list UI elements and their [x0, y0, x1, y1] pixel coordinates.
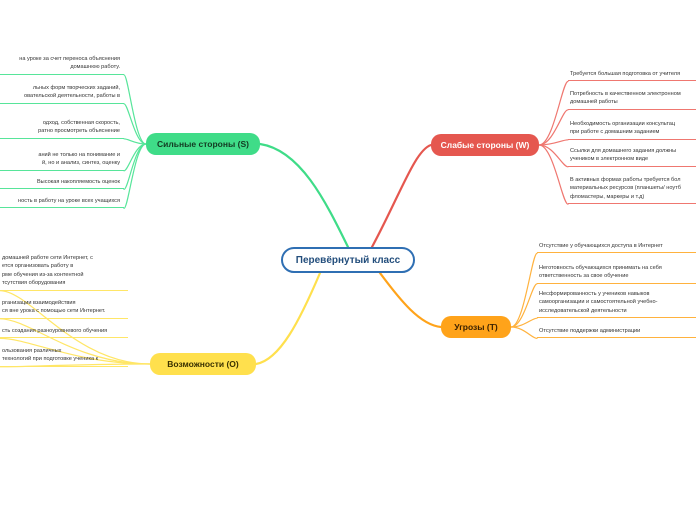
subtopic-text: льных форм творческих заданий,	[32, 85, 120, 91]
weaknesses-topic[interactable]: Слабые стороны (W)	[431, 134, 539, 156]
threats-subtopic[interactable]: Несформированность у учеников навыков сам…	[537, 290, 696, 319]
subtopic-text: ользования различных	[2, 348, 62, 354]
subtopic-text: технологий при подготовке ученика к	[2, 356, 99, 363]
subtopic-text: Отсутствие у обучающихся доступа в Интер…	[539, 243, 663, 249]
weaknesses-connector	[538, 144, 569, 205]
subtopic-text: ся вне урока с помощью сети Интернет.	[2, 308, 106, 315]
weaknesses-subtopic[interactable]: Требуется большая подготовка от учителя	[568, 70, 696, 82]
threats-topic-label: Угрозы (T)	[454, 322, 498, 332]
subtopic-text: В активных формах работы требуется бол	[570, 177, 681, 183]
threats-connector	[510, 252, 538, 328]
weaknesses-subtopic[interactable]: Ссылки для домашнего задания должны учени…	[568, 147, 696, 167]
opportunities-subtopic[interactable]: домашней работе сети Интернет, с ется орг…	[0, 254, 128, 291]
opportunities-subtopic[interactable]: рганизации взаимодействия ся вне урока с …	[0, 299, 128, 319]
strengths-subtopic[interactable]: Высокая накопляемость оценок	[0, 178, 124, 190]
subtopic-text: Потребность в качественном электронном	[570, 91, 681, 97]
threats-topic[interactable]: Угрозы (T)	[441, 316, 511, 338]
weaknesses-connector	[538, 109, 569, 146]
branch-weaknesses	[370, 143, 433, 249]
subtopic-text: рганизации взаимодействия	[2, 300, 76, 306]
branch-threats	[378, 271, 443, 329]
subtopic-text: Несформированность у учеников навыков	[539, 291, 650, 297]
weaknesses-subtopic[interactable]: Необходимость организации консультац при …	[568, 120, 696, 140]
subtopic-text: ность в работу на уроке всех учащихся	[18, 198, 120, 204]
subtopic-text: материальных ресурсов (планшеты/ ноутб	[570, 185, 681, 192]
strengths-subtopic[interactable]: аний не только на понимание и й, но и ана…	[0, 151, 124, 171]
subtopic-text: рме обучения из-за контентной	[2, 271, 84, 278]
subtopic-text: исследовательской деятельности	[539, 307, 627, 314]
subtopic-text: й, но и анализ, синтез, оценку	[42, 160, 120, 167]
strengths-connector	[123, 138, 147, 145]
subtopic-text: Требуется большая подготовка от учителя	[570, 71, 681, 77]
strengths-connector	[123, 74, 147, 145]
weaknesses-connector	[538, 80, 569, 146]
subtopic-text: при работе с домашним заданием	[570, 129, 660, 136]
subtopic-text: учеником в электронном виде	[570, 156, 649, 163]
opportunities-topic[interactable]: Возможности (O)	[150, 353, 256, 375]
subtopic-text: Ссылки для домашнего задания должны	[570, 148, 677, 154]
threats-connector	[510, 283, 538, 328]
threats-subtopic[interactable]: Неготовность обучающихся принимать на се…	[537, 264, 696, 284]
strengths-connector	[123, 143, 147, 209]
subtopic-text: Отсутствие поддержки администрации	[539, 328, 641, 334]
subtopic-text: самоорганизации и самостоятельной учебно…	[539, 299, 658, 306]
subtopic-text: тсутствия оборудования	[2, 280, 66, 287]
opportunities-subtopic[interactable]: ользования различных технологий при подг…	[0, 347, 128, 367]
subtopic-text: Высокая накопляемость оценок	[36, 179, 120, 185]
subtopic-text: домашней работе сети Интернет, с	[2, 255, 93, 261]
opportunities-connector	[0, 290, 151, 365]
subtopic-text: Неготовность обучающихся принимать на се…	[539, 265, 662, 271]
threats-subtopic[interactable]: Отсутствие поддержки администрации	[537, 327, 696, 339]
subtopic-text: одход, собственная скорость,	[42, 120, 120, 126]
subtopic-text: фломастеры, маркеры и т.д)	[570, 193, 645, 200]
subtopic-text: домашней работы	[570, 99, 618, 106]
subtopic-text: овательской деятельности, работы в	[23, 93, 120, 100]
subtopic-text: ратно просмотреть объяснение	[38, 128, 120, 135]
central-topic[interactable]: Перевёрнутый класс	[281, 247, 415, 273]
opportunities-connector	[0, 318, 151, 365]
central-topic-label: Перевёрнутый класс	[295, 254, 401, 266]
weaknesses-subtopic[interactable]: Потребность в качественном электронном до…	[568, 90, 696, 110]
subtopic-text: ется организовать работу в	[2, 263, 74, 270]
branch-opportunities	[254, 271, 322, 366]
strengths-connector	[123, 103, 147, 145]
subtopic-text: ответственность за свое обучение	[539, 273, 629, 280]
strengths-subtopic[interactable]: ность в работу на уроке всех учащихся	[0, 197, 124, 209]
branch-strengths	[258, 142, 350, 249]
subtopic-text: на уроке за счет переноса объяснения	[19, 56, 120, 62]
weaknesses-subtopic[interactable]: В активных формах работы требуется бол ма…	[568, 176, 696, 205]
subtopic-text: домашнюю работу.	[70, 64, 120, 71]
subtopic-text: аний не только на понимание и	[38, 152, 120, 158]
strengths-subtopic[interactable]: льных форм творческих заданий, овательско…	[0, 84, 124, 104]
opportunities-subtopic[interactable]: сть создания разноуровневого обучения	[0, 327, 128, 339]
threats-subtopic[interactable]: Отсутствие у обучающихся доступа в Интер…	[537, 242, 696, 254]
subtopic-text: Необходимость организации консультац	[570, 121, 676, 127]
weaknesses-topic-label: Слабые стороны (W)	[440, 140, 530, 150]
strengths-subtopic[interactable]: одход, собственная скорость, ратно просмо…	[0, 119, 124, 139]
opportunities-connector	[0, 337, 151, 365]
strengths-subtopic[interactable]: на уроке за счет переноса объяснения дома…	[0, 55, 124, 75]
opportunities-topic-label: Возможности (O)	[167, 359, 239, 369]
threats-connector	[510, 326, 538, 339]
strengths-topic[interactable]: Сильные стороны (S)	[146, 133, 260, 155]
subtopic-text: сть создания разноуровневого обучения	[2, 328, 108, 334]
strengths-topic-label: Сильные стороны (S)	[157, 139, 249, 149]
